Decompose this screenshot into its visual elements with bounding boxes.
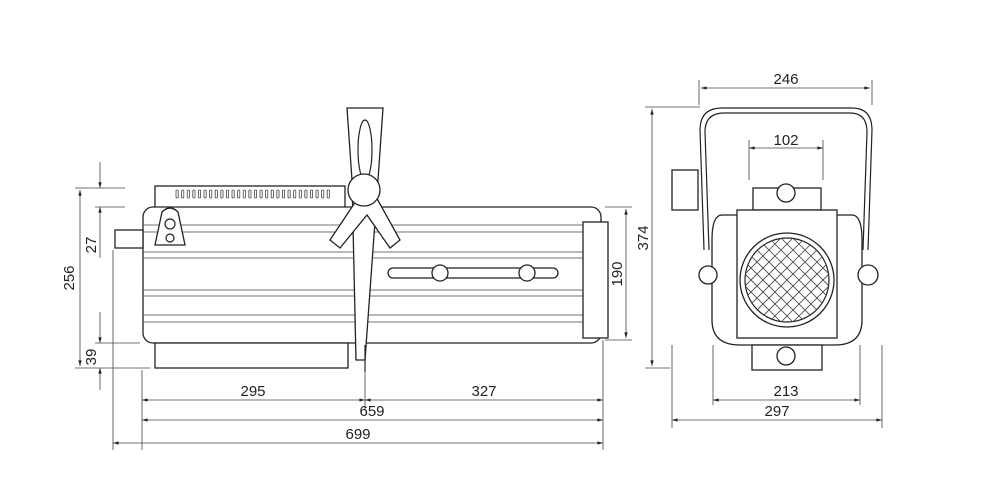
vent-slot	[270, 189, 274, 199]
vent-slot	[209, 189, 213, 199]
vent-slot	[326, 189, 330, 199]
dim-246: 246	[773, 71, 798, 88]
dim-190: 190	[609, 261, 626, 286]
grid-line	[745, 238, 802, 322]
dim-39: 39	[83, 349, 100, 366]
dim-699: 699	[345, 426, 370, 443]
vent-slot	[175, 189, 179, 199]
front-yoke	[699, 107, 873, 251]
focus-knob	[431, 264, 449, 282]
vent-slot	[265, 189, 269, 199]
vent-slot	[253, 189, 257, 199]
dimension-labels: 295 327 659 699 256 27 39 190 374 246 10…	[61, 71, 799, 443]
vent-slot	[304, 189, 308, 199]
dim-213: 213	[773, 383, 798, 400]
vent-slot	[321, 189, 325, 199]
focus-slot	[387, 267, 559, 279]
vent-slot	[225, 189, 229, 199]
grid-line	[745, 238, 790, 322]
vent-slot	[192, 189, 196, 199]
vent-slot	[287, 189, 291, 199]
side-view	[114, 107, 609, 372]
vent-slot	[276, 189, 280, 199]
vent-slot	[197, 189, 201, 199]
grid-line	[745, 238, 814, 322]
vent-slot	[259, 189, 263, 199]
vent-slot	[248, 189, 252, 199]
dimension-lines	[75, 80, 883, 450]
vent-slot	[220, 189, 224, 199]
dim-295: 295	[240, 383, 265, 400]
vent-slot	[315, 189, 319, 199]
grid-line	[784, 238, 829, 322]
vent-slot	[181, 189, 185, 199]
vent-slot	[231, 189, 235, 199]
grid-line	[784, 238, 829, 322]
vent-slot	[242, 189, 246, 199]
dim-374: 374	[635, 225, 652, 250]
vent-slot	[293, 189, 297, 199]
grid-line	[772, 238, 829, 322]
dim-297: 297	[764, 403, 789, 420]
vent-slot	[203, 189, 207, 199]
focus-knob	[518, 264, 536, 282]
dim-102: 102	[773, 132, 798, 149]
grid-line	[760, 238, 829, 322]
yoke-lock-knob	[347, 173, 381, 207]
rear-bracket	[154, 207, 186, 246]
grid-line	[745, 238, 826, 322]
dim-659: 659	[359, 403, 384, 420]
vent-slot	[309, 189, 313, 199]
lock-knob	[671, 169, 699, 211]
dim-327: 327	[471, 383, 496, 400]
vent-slot	[186, 189, 190, 199]
vent-slot	[281, 189, 285, 199]
vent-slot	[237, 189, 241, 199]
front-view	[671, 107, 879, 371]
grid-line	[748, 238, 829, 322]
vent-slot	[214, 189, 218, 199]
grid-line	[745, 238, 790, 322]
bottom-box	[154, 342, 349, 369]
vent-slot	[298, 189, 302, 199]
rear-handle	[114, 229, 144, 249]
dim-256: 256	[61, 265, 78, 290]
dim-27: 27	[83, 237, 100, 254]
front-plate	[582, 221, 609, 339]
